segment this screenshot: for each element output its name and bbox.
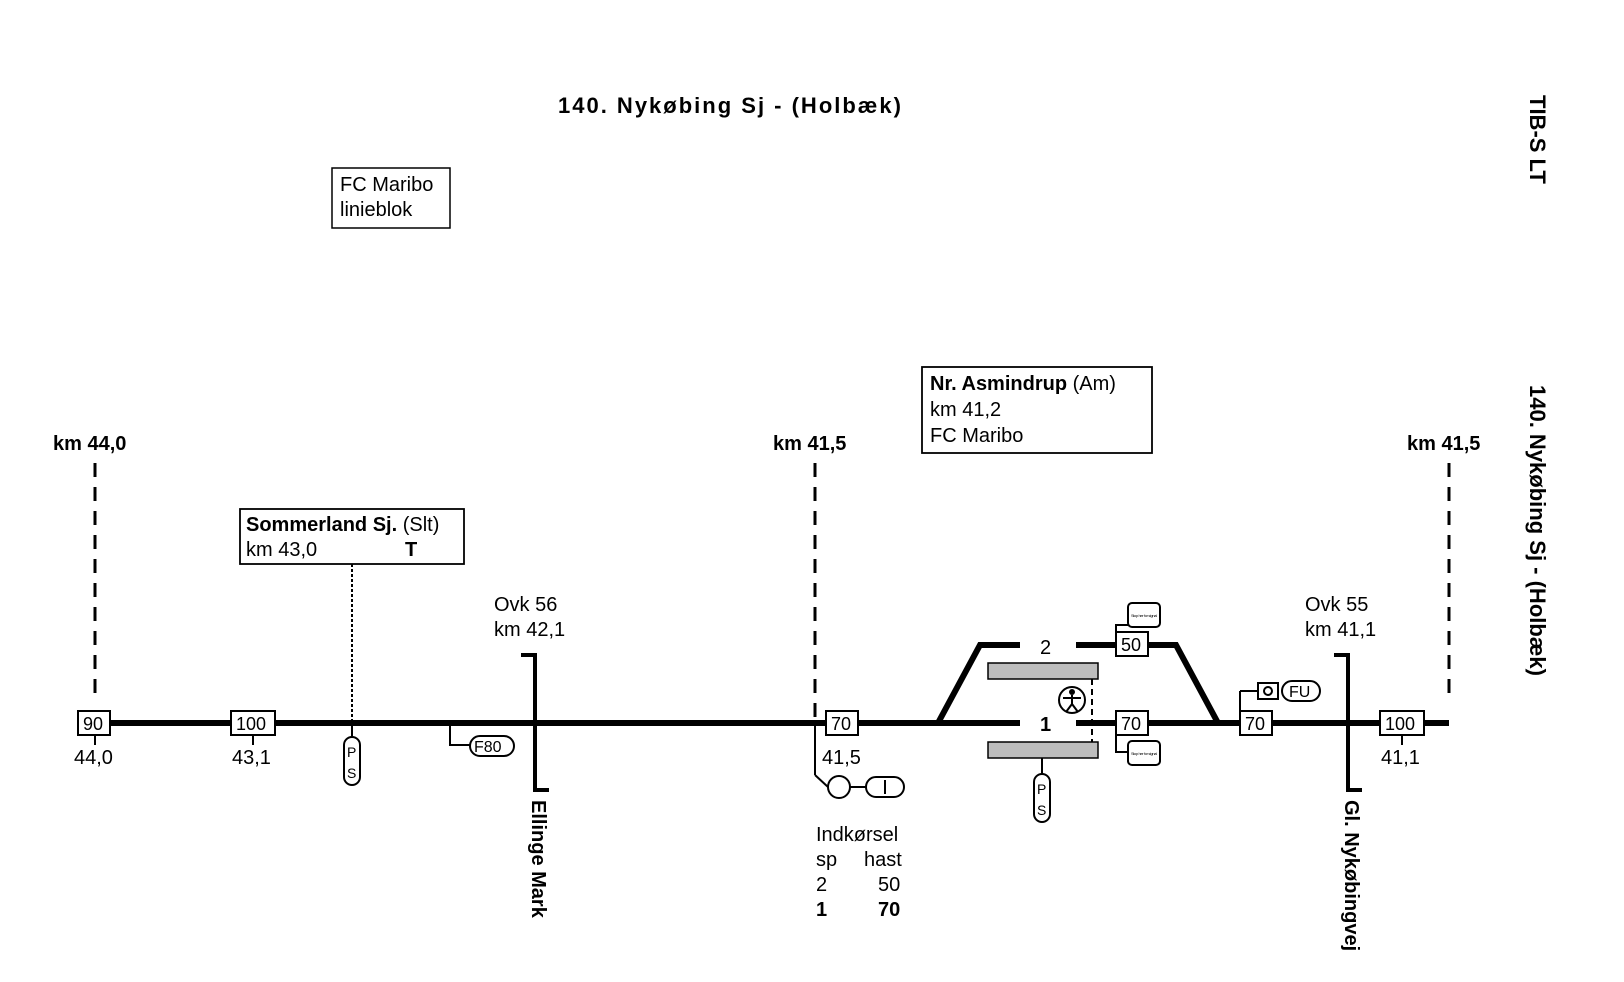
km-post-41-5: 41,5 — [822, 747, 861, 769]
station-km-sommerland: km 43,0 — [246, 539, 317, 561]
track-number-2: 2 — [1040, 637, 1051, 659]
crossing-55-line — [1334, 653, 1362, 792]
svg-text:Stop her for signal: Stop her for signal — [1131, 613, 1157, 618]
station-box-asmindrup — [921, 366, 1153, 454]
km-marker-label-1: km 44,0 — [53, 433, 126, 455]
crossing-56-line — [521, 653, 549, 792]
entry-table-row2-sp: 1 — [816, 899, 827, 921]
station-box-sommerland — [239, 508, 465, 565]
stop-for-signal-board-upper: Stop her for signal — [1115, 602, 1161, 645]
km-marker-label-3: km 41,5 — [1407, 433, 1480, 455]
stop-for-signal-board-lower: Stop her for signal — [1115, 723, 1161, 766]
svg-text:50: 50 — [1121, 635, 1141, 655]
entry-table-row2-hast: 70 — [878, 899, 900, 921]
svg-text:90: 90 — [83, 714, 103, 734]
crossing-56-name: Ovk 56 — [494, 594, 557, 616]
km-post-43-1: 43,1 — [232, 747, 271, 769]
speed-sign-70-km415: 70 — [825, 710, 859, 736]
svg-text:P: P — [1037, 781, 1046, 797]
f80-signal: F80 — [449, 723, 515, 757]
station-fc-asmindrup: FC Maribo — [930, 425, 1023, 447]
crossing-55-name: Ovk 55 — [1305, 594, 1368, 616]
crossing-55-km: km 41,1 — [1305, 619, 1376, 641]
station-name-sommerland: Sommerland Sj. (Slt) — [246, 514, 439, 536]
pedestrian-crossing-icon — [1058, 686, 1086, 714]
km-post-44-0: 44,0 — [74, 747, 113, 769]
side-title: 140. Nykøbing Sj - (Holbæk) — [1525, 385, 1550, 676]
station-name-asmindrup: Nr. Asmindrup (Am) — [930, 373, 1116, 395]
ps-signal-sommerland: P S — [343, 723, 361, 786]
platform-lower — [987, 741, 1099, 759]
siding-track-2 — [935, 642, 1221, 725]
entry-table-title: Indkørsel — [816, 824, 898, 846]
crossing-55-road: Gl. Nykøbingvej — [1340, 800, 1362, 951]
ps-signal-asmindrup: P S — [1033, 758, 1051, 823]
svg-text:Stop her for signal: Stop her for signal — [1131, 751, 1157, 756]
station-km-asmindrup: km 41,2 — [930, 399, 1001, 421]
entry-table-row1-hast: 50 — [878, 874, 900, 896]
station-type-sommerland: T — [405, 539, 417, 561]
speed-sign-70-track1: 70 — [1115, 710, 1149, 736]
svg-text:70: 70 — [1121, 714, 1141, 734]
entry-table-col-hast: hast — [864, 849, 902, 871]
fu-signal-icon: FU — [1239, 680, 1321, 723]
speed-sign-100-right: 100 — [1379, 710, 1425, 736]
entry-signal-icon — [814, 723, 905, 799]
track-number-1: 1 — [1040, 714, 1051, 736]
crossing-56-road: Ellinge Mark — [527, 800, 549, 919]
fc-maribo-line1: FC Maribo — [340, 174, 433, 196]
svg-text:F80: F80 — [474, 739, 502, 756]
side-code: TIB-S LT — [1525, 95, 1550, 184]
svg-text:S: S — [347, 765, 356, 781]
fc-maribo-line2: linieblok — [340, 199, 413, 221]
fc-maribo-box — [331, 167, 451, 229]
svg-text:FU: FU — [1289, 684, 1310, 701]
svg-text:S: S — [1037, 802, 1046, 818]
entry-table-row1-sp: 2 — [816, 874, 827, 896]
speed-sign-90: 90 — [77, 710, 111, 736]
entry-table-col-sp: sp — [816, 849, 837, 871]
svg-text:P: P — [347, 744, 356, 760]
crossing-56-km: km 42,1 — [494, 619, 565, 641]
svg-text:70: 70 — [1245, 714, 1265, 734]
platform-upper — [987, 662, 1099, 680]
svg-text:100: 100 — [236, 714, 266, 734]
km-marker-label-2: km 41,5 — [773, 433, 846, 455]
diagram-title: 140. Nykøbing Sj - (Holbæk) — [558, 93, 903, 118]
speed-sign-50-track2: 50 — [1115, 631, 1149, 657]
km-post-41-1: 41,1 — [1381, 747, 1420, 769]
svg-text:70: 70 — [831, 714, 851, 734]
svg-text:100: 100 — [1385, 714, 1415, 734]
speed-sign-100-left: 100 — [230, 710, 276, 736]
speed-sign-70-right: 70 — [1239, 710, 1273, 736]
